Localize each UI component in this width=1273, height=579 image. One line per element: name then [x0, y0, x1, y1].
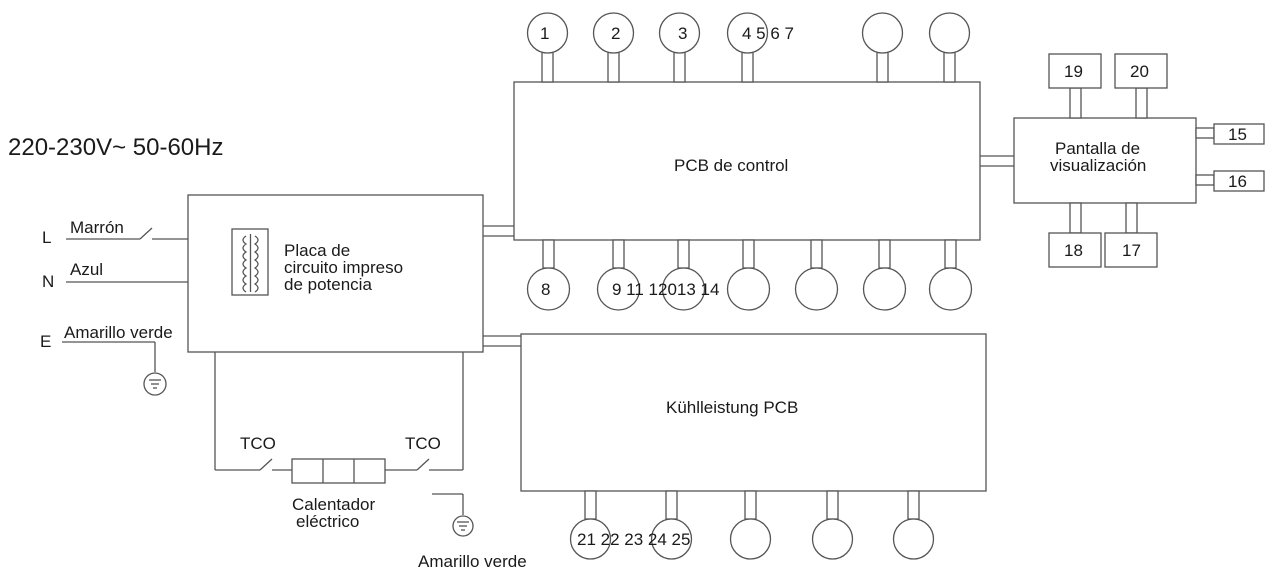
earth-ground-icon [143, 372, 167, 396]
heater-circuit: TCO TCO Calentador eléctrico Amarillo ve… [214, 352, 527, 571]
control-bottom-connector [596, 239, 641, 311]
cooling-bottom-connector [811, 490, 854, 560]
line-terminal-label: L [42, 228, 51, 247]
control-bottom-connector [928, 239, 973, 311]
heater-ground-icon [452, 515, 474, 537]
display-connector-top-left: 19 [1048, 53, 1102, 119]
cooling-bottom-connector [729, 490, 772, 560]
control-top-connector: 2 [592, 12, 635, 83]
display-connector-label: 15 [1228, 125, 1247, 144]
display-connector-label: 16 [1228, 172, 1247, 191]
tco-left-label: TCO [240, 434, 276, 453]
display-label-line2: visualización [1050, 156, 1146, 175]
line-switch [139, 227, 153, 240]
control-pcb-label: PCB de control [674, 156, 788, 175]
neutral-wire-color-label: Azul [70, 260, 103, 279]
cooling-bottom-connector [650, 490, 693, 560]
display-connector-bottom-right: 17 [1104, 202, 1158, 268]
heater-element [291, 458, 386, 484]
earth-wire-color-label: Amarillo verde [64, 323, 173, 342]
control-top-connector-label-group: 4 5 6 7 [742, 24, 794, 43]
control-top-connector-label: 2 [611, 24, 620, 43]
control-top-connector-label: 3 [678, 24, 687, 43]
cooling-bottom-connector [892, 490, 935, 560]
display-connector-right-bottom: 16 [1195, 170, 1265, 192]
control-top-connector-label: 1 [540, 24, 549, 43]
supply-voltage-label: 220-230V~ 50-60Hz [8, 134, 223, 161]
display-connector-label: 17 [1122, 241, 1141, 260]
power-input-wiring: L Marrón N Azul E Amarillo verde [40, 218, 232, 396]
power-pcb-label-line2: circuito impreso [284, 258, 403, 277]
control-top-connector: 3 [658, 12, 701, 83]
display-connector-label: 20 [1130, 62, 1149, 81]
display-box [1013, 117, 1197, 204]
power-pcb-label-line1: Placa de [284, 241, 350, 260]
control-bottom-connectors: 8 9 11 12013 14 [526, 239, 973, 311]
control-top-connector: 1 [526, 12, 569, 83]
control-bottom-connector [862, 239, 907, 311]
tco-right-switch [416, 458, 430, 471]
control-top-connector [726, 12, 769, 83]
control-top-connectors: 1 2 3 4 5 6 7 [526, 12, 971, 83]
display-connector-bottom-left: 18 [1048, 202, 1102, 268]
transformer-icon [231, 228, 269, 296]
cooling-bottom-connector [569, 490, 612, 560]
cooling-pcb-label: Kühlleistung PCB [666, 398, 798, 417]
display-label-line1: Pantalla de [1055, 139, 1140, 158]
line-wire-color-label: Marrón [70, 218, 124, 237]
control-bottom-connector [661, 239, 706, 311]
cooling-bottom-connectors: 21 22 23 24 25 [569, 490, 935, 560]
display-connectors: 19 20 15 16 18 17 [1048, 53, 1265, 268]
tco-left-switch [259, 458, 273, 471]
cooling-bottom-connector-label-group: 21 22 23 24 25 [577, 530, 690, 549]
neutral-terminal-label: N [42, 272, 54, 291]
control-bottom-connector-label-group: 9 11 12013 14 [612, 280, 719, 299]
control-bottom-connector: 8 [526, 239, 571, 311]
heater-label-line2: eléctrico [296, 512, 359, 531]
control-bottom-connector [794, 239, 839, 311]
control-top-connector [861, 12, 904, 83]
control-bottom-connector [726, 239, 771, 311]
control-top-connector [928, 12, 971, 83]
display-connector-label: 18 [1064, 241, 1083, 260]
tco-right-label: TCO [405, 434, 441, 453]
display-connector-right-top: 15 [1195, 123, 1265, 145]
heater-ground-label: Amarillo verde [418, 552, 527, 571]
earth-terminal-label: E [40, 332, 51, 351]
power-pcb-label-line3: de potencia [284, 275, 372, 294]
cooling-pcb-box [520, 333, 987, 492]
control-pcb-box [513, 81, 981, 241]
control-bottom-connector-label: 8 [541, 280, 550, 299]
display-connector-top-right: 20 [1114, 53, 1168, 119]
heater-label-line1: Calentador [292, 495, 376, 514]
display-connector-label: 19 [1064, 62, 1083, 81]
